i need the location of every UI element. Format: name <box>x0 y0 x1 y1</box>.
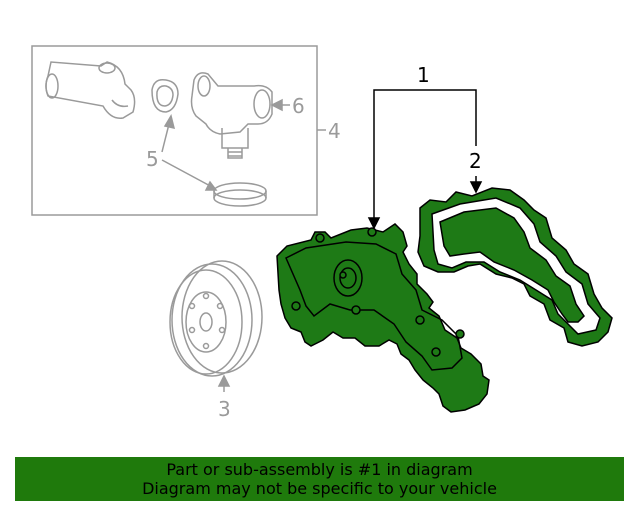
pulley-part <box>169 260 263 377</box>
leader-1 <box>367 89 477 230</box>
callout-1-label: 1 <box>417 63 430 87</box>
callout-5-label: 5 <box>146 147 159 171</box>
thermostat-assembly-box <box>31 45 318 216</box>
callout-4-label: 4 <box>328 119 341 143</box>
callout-6-label: 6 <box>292 94 305 118</box>
leader-5 <box>161 114 218 191</box>
callout-2-label: 2 <box>469 149 482 173</box>
banner-line-1: Part or sub-assembly is #1 in diagram <box>166 460 473 479</box>
leader-3 <box>217 374 231 392</box>
leader-2 <box>469 176 483 194</box>
notice-banner: Part or sub-assembly is #1 in diagram Di… <box>15 457 624 501</box>
gasket-part <box>151 78 179 113</box>
leader-lines <box>161 89 483 392</box>
water-pump-part <box>276 223 490 413</box>
thermostat-assembly-group <box>31 45 318 216</box>
banner-line-2: Diagram may not be specific to your vehi… <box>142 479 497 498</box>
pump-gasket-part <box>417 187 613 347</box>
water-outlet-part <box>190 72 273 159</box>
thermostat-housing-part <box>45 61 136 119</box>
parts-diagram: 1 2 3 4 5 6 <box>31 45 613 421</box>
leader-6 <box>270 98 290 112</box>
ring-seal-part <box>213 182 267 207</box>
callout-3-label: 3 <box>218 397 231 421</box>
